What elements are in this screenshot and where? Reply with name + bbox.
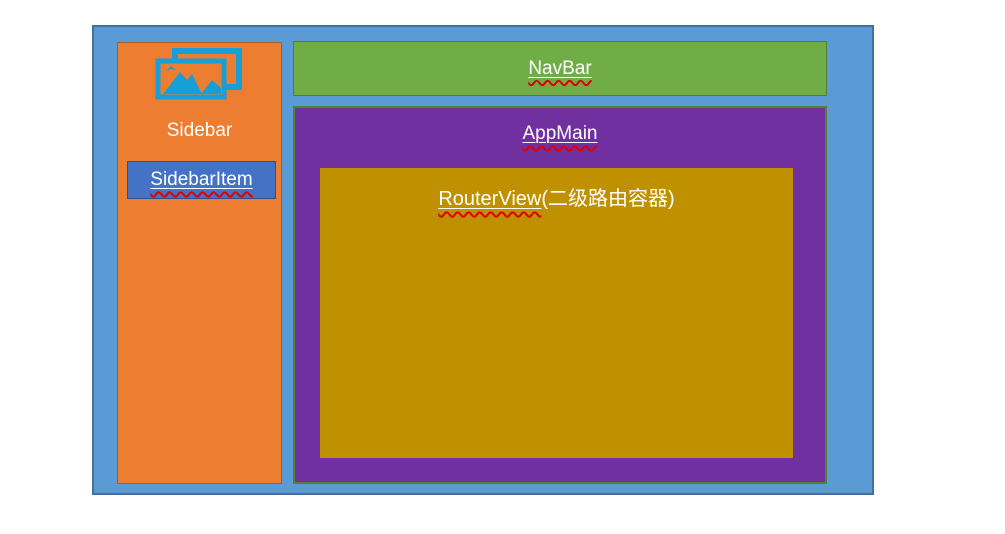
images-icon	[155, 48, 242, 100]
appmain-label: AppMain	[295, 108, 825, 145]
sidebar-item-label-text: SidebarItem	[150, 169, 253, 190]
appmain-label-text: AppMain	[522, 123, 598, 144]
sidebar-label: Sidebar	[166, 120, 233, 141]
navbar-label: NavBar	[528, 58, 591, 80]
routerview-name-text: RouterView	[438, 188, 542, 210]
layout-container-box: Sidebar SidebarItem NavBar AppMain Route…	[92, 25, 874, 495]
sidebar-item-box: SidebarItem	[127, 161, 276, 199]
navbar-label-text: NavBar	[528, 57, 592, 79]
appmain-box: AppMain RouterView(二级路由容器)	[293, 106, 827, 484]
routerview-suffix-text: (二级路由容器)	[541, 188, 675, 210]
sidebar-box: Sidebar SidebarItem	[117, 42, 282, 484]
routerview-name-wrap: RouterView	[438, 188, 541, 210]
appmain-label-wrap: AppMain	[523, 123, 598, 144]
sidebar-item-label: SidebarItem	[150, 169, 252, 191]
routerview-label: RouterView(二级路由容器)	[320, 168, 793, 211]
routerview-box: RouterView(二级路由容器)	[320, 168, 793, 458]
navbar-box: NavBar	[293, 41, 827, 96]
